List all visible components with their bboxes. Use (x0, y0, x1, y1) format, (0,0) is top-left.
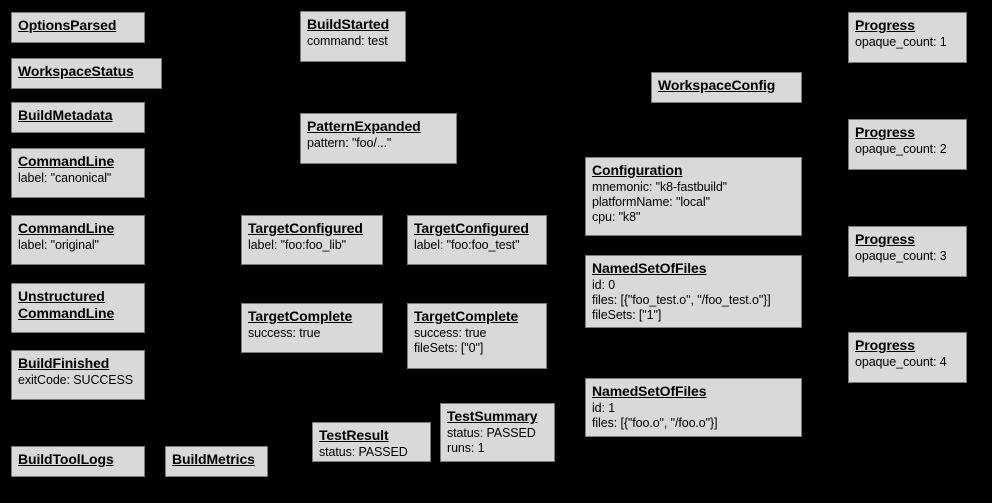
event-node-field: label: "canonical" (18, 171, 112, 185)
event-node-build-started[interactable]: BuildStarted command: test (300, 11, 406, 62)
event-node-field: opaque_count: 3 (855, 249, 947, 263)
event-node-fields: mnemonic: "k8-fastbuild"platformName: "l… (592, 180, 795, 225)
event-node-title: Progress (855, 124, 915, 140)
event-node-field: exitCode: SUCCESS (18, 373, 134, 387)
event-node-field: status: PASSED (447, 426, 536, 440)
event-node-title: Progress (855, 17, 915, 33)
event-node-field: success: true (414, 326, 487, 340)
event-node-field: status: PASSED (319, 445, 408, 459)
event-node-progress-1[interactable]: Progress opaque_count: 1 (848, 12, 967, 63)
event-node-title: TestResult (319, 427, 389, 443)
event-node-progress-2[interactable]: Progress opaque_count: 2 (848, 119, 967, 170)
event-node-fields: pattern: "foo/..." (307, 136, 450, 151)
event-node-title: BuildStarted (307, 16, 390, 32)
event-node-configuration[interactable]: Configuration mnemonic: "k8-fastbuild"pla… (585, 157, 802, 236)
event-node-field: fileSets: ["0"] (414, 341, 484, 355)
event-node-field: fileSets: ["1"] (592, 308, 662, 322)
event-node-build-finished[interactable]: BuildFinished exitCode: SUCCESS (11, 350, 145, 400)
event-node-unstructured-command-line[interactable]: Unstructured CommandLine (11, 283, 145, 333)
event-node-field: opaque_count: 2 (855, 142, 947, 156)
event-node-fields: status: PASSED (319, 445, 424, 460)
event-node-title: NamedSetOfFiles (592, 383, 707, 399)
event-node-fields: label: "canonical" (18, 171, 138, 186)
event-node-title: NamedSetOfFiles (592, 260, 707, 276)
event-node-title: WorkspaceStatus (18, 63, 134, 79)
event-node-fields: label: "foo:foo_lib" (248, 238, 376, 253)
event-node-title: BuildToolLogs (18, 451, 114, 467)
event-node-fields: label: "foo:foo_test" (414, 238, 540, 253)
event-node-title: TargetComplete (248, 308, 353, 324)
event-node-field: label: "foo:foo_lib" (248, 238, 346, 252)
event-node-workspace-config[interactable]: WorkspaceConfig (651, 72, 802, 103)
event-node-field: platformName: "local" (592, 195, 710, 209)
event-node-fields: opaque_count: 1 (855, 35, 960, 50)
event-node-test-result[interactable]: TestResult status: PASSED (312, 422, 431, 462)
event-node-title: WorkspaceConfig (658, 77, 776, 93)
event-node-target-complete-foo-lib[interactable]: TargetComplete success: true (241, 303, 383, 353)
event-node-fields: opaque_count: 4 (855, 355, 960, 370)
event-node-target-configured-foo-lib[interactable]: TargetConfigured label: "foo:foo_lib" (241, 215, 383, 265)
event-node-progress-3[interactable]: Progress opaque_count: 3 (848, 226, 967, 277)
event-node-field: opaque_count: 1 (855, 35, 947, 49)
event-node-build-tool-logs[interactable]: BuildToolLogs (11, 446, 145, 477)
event-node-title: TargetComplete (414, 308, 519, 324)
event-node-field: label: "foo:foo_test" (414, 238, 520, 252)
event-node-field: cpu: "k8" (592, 210, 641, 224)
event-node-target-configured-foo-test[interactable]: TargetConfigured label: "foo:foo_test" (407, 215, 547, 265)
event-node-title: Configuration (592, 162, 683, 178)
event-node-field: pattern: "foo/..." (307, 136, 392, 150)
event-node-title: Progress (855, 231, 915, 247)
event-node-title: Progress (855, 337, 915, 353)
event-node-fields: label: "original" (18, 238, 138, 253)
event-node-field: command: test (307, 34, 388, 48)
event-node-field: files: [{"foo_test.o", "/foo_test.o"}] (592, 293, 771, 307)
event-node-progress-4[interactable]: Progress opaque_count: 4 (848, 332, 967, 383)
event-node-field: files: [{"foo.o", "/foo.o"}] (592, 416, 718, 430)
event-node-field: id: 1 (592, 401, 616, 415)
event-node-title: PatternExpanded (307, 118, 421, 134)
event-node-options-parsed[interactable]: OptionsParsed (11, 12, 145, 43)
event-node-field: mnemonic: "k8-fastbuild" (592, 180, 728, 194)
event-node-title: TestSummary (447, 408, 538, 424)
event-node-title: OptionsParsed (18, 17, 117, 33)
event-node-field: opaque_count: 4 (855, 355, 947, 369)
event-node-title: BuildFinished (18, 355, 110, 371)
event-node-fields: command: test (307, 34, 399, 49)
event-node-build-metrics[interactable]: BuildMetrics (165, 446, 268, 477)
event-node-title: CommandLine (18, 153, 115, 169)
event-node-title: BuildMetrics (172, 451, 255, 467)
event-node-field: id: 0 (592, 278, 616, 292)
event-node-pattern-expanded[interactable]: PatternExpanded pattern: "foo/..." (300, 113, 457, 164)
event-node-field: label: "original" (18, 238, 99, 252)
event-node-command-line-canonical[interactable]: CommandLine label: "canonical" (11, 148, 145, 198)
event-node-build-metadata[interactable]: BuildMetadata (11, 102, 145, 133)
event-node-command-line-original[interactable]: CommandLine label: "original" (11, 215, 145, 265)
event-node-fields: opaque_count: 3 (855, 249, 960, 264)
event-node-fields: success: true (248, 326, 376, 341)
event-node-fields: opaque_count: 2 (855, 142, 960, 157)
event-node-workspace-status[interactable]: WorkspaceStatus (11, 58, 162, 89)
event-node-title: TargetConfigured (414, 220, 529, 236)
event-node-title: TargetConfigured (248, 220, 363, 236)
event-node-field: success: true (248, 326, 321, 340)
event-node-title: BuildMetadata (18, 107, 113, 123)
event-node-field: runs: 1 (447, 441, 485, 455)
event-node-title: CommandLine (18, 220, 115, 236)
event-node-title: Unstructured CommandLine (18, 288, 115, 321)
event-node-fields: exitCode: SUCCESS (18, 373, 138, 388)
